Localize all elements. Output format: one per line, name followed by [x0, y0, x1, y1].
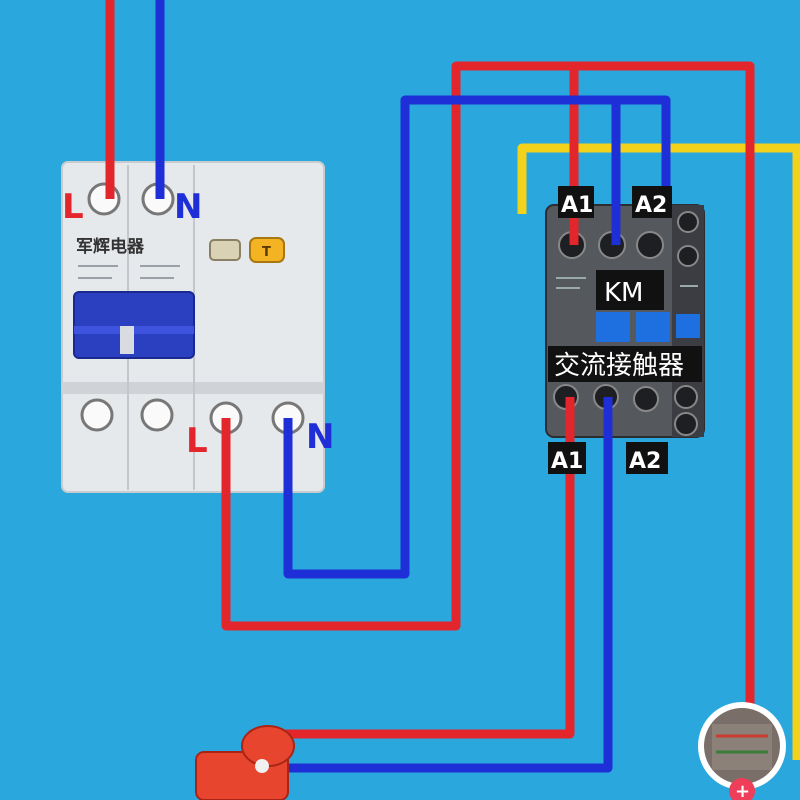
neutral-wire-main	[283, 95, 671, 579]
contactor-name: KM	[604, 278, 643, 308]
contactor-bottom-a2: A2	[629, 449, 661, 474]
contactor-type-label: 交流接触器	[554, 351, 684, 381]
breaker-top-label-n: N	[174, 187, 202, 227]
contactor-window-2	[636, 312, 670, 342]
avatar-add-badge: +	[735, 781, 750, 800]
test-button[interactable]	[249, 237, 285, 263]
breaker-bottom-label-l: L	[186, 421, 208, 461]
indicator-window	[209, 239, 241, 261]
neutral-wire-button	[262, 397, 613, 773]
red-push-button-icon[interactable]	[195, 725, 295, 800]
terminal-labels: A1 A2 A1 A2	[548, 186, 672, 474]
breaker-brand: 军辉电器	[76, 236, 145, 257]
contactor-top-a2: A2	[635, 193, 667, 218]
breaker-bottom-label-n: N	[306, 417, 334, 457]
circuit-breaker: L N 军辉电器 T L N	[61, 161, 334, 493]
breaker-top-label-l: L	[62, 187, 84, 227]
contactor-bottom-a1: A1	[551, 449, 583, 474]
breaker-bottom-terminal-1	[80, 398, 114, 432]
contactor-top-a1: A1	[561, 193, 593, 218]
contactor-type-plate	[548, 346, 702, 382]
breaker-bottom-terminal-2	[140, 398, 174, 432]
km-plate	[596, 270, 664, 310]
control-wire	[517, 143, 800, 214]
avatar-icon[interactable]: +	[698, 702, 786, 800]
contactor-window-1	[596, 312, 630, 342]
breaker-handle[interactable]	[73, 291, 195, 359]
line-wire-main	[221, 61, 755, 718]
test-button-label: T	[262, 245, 271, 260]
